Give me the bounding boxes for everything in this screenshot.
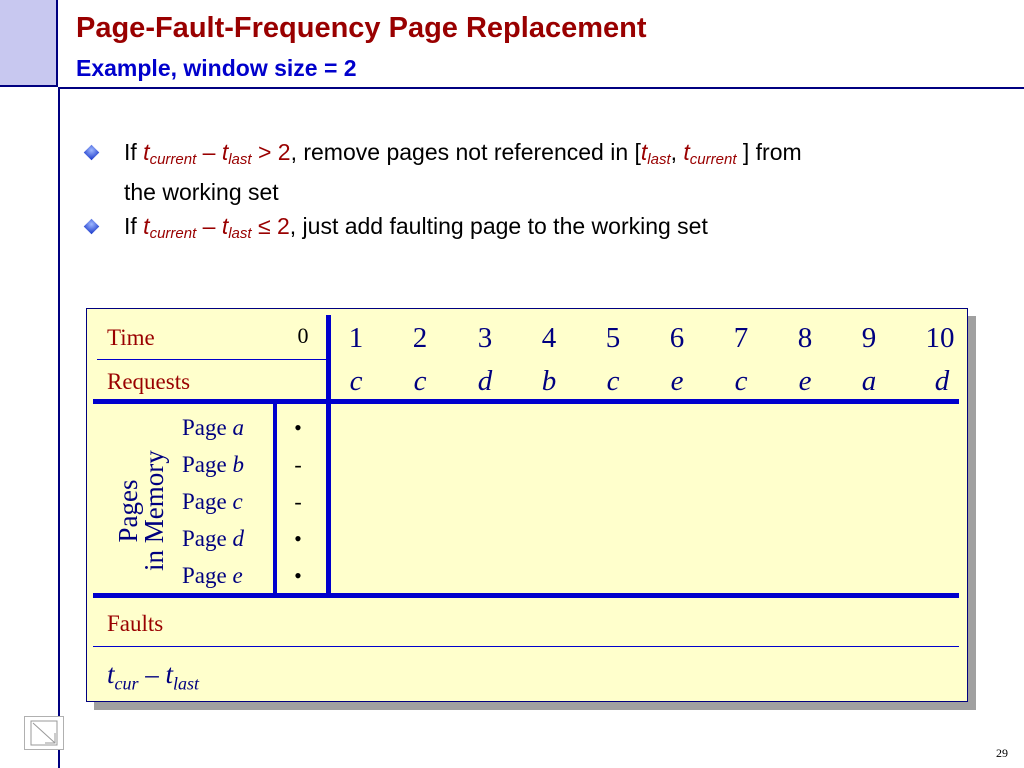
var-t-last: tlast [221, 213, 252, 242]
header-divider [97, 359, 327, 360]
request-value: c [349, 365, 363, 397]
request-value: c [606, 365, 620, 397]
bullet-diamond-icon [83, 144, 100, 161]
var-t-last: tlast [221, 139, 252, 168]
request-value: d [934, 365, 950, 397]
minus-op: – [202, 139, 216, 165]
time-value: 6 [669, 322, 685, 354]
page-initial-state: • [294, 526, 302, 551]
request-value: c [734, 365, 748, 397]
page-initial-state: - [294, 452, 302, 477]
column-rule-main [326, 315, 331, 595]
slide-subtitle: Example, window size = 2 [76, 55, 357, 81]
page-initial-state: - [294, 489, 302, 514]
var-t-last: tlast [640, 139, 671, 168]
request-value: c [413, 365, 427, 397]
time-value: 7 [733, 322, 749, 354]
request-value: e [670, 365, 684, 397]
simulation-table: Time Requests 0 1 2 3 4 5 6 7 8 9 10 c c… [86, 308, 968, 702]
page-number: 29 [996, 746, 1008, 760]
var-t-current: tcurrent [683, 139, 737, 168]
pages-in-memory-label: Pages in Memory [113, 450, 169, 571]
request-value: b [541, 365, 557, 397]
page-row-label: Page c [182, 489, 243, 514]
threshold-number: 2 [277, 139, 291, 165]
time-label: Time [107, 325, 155, 350]
page-initial-state: • [294, 415, 302, 440]
time-value: 4 [541, 322, 557, 354]
time-value: 2 [412, 322, 428, 354]
bullet-diamond-icon [83, 218, 100, 235]
requests-label: Requests [107, 369, 191, 394]
request-value: d [477, 365, 493, 397]
bullet-text: , just add faulting page to the working … [289, 213, 708, 239]
compare-op: ≤ [257, 213, 271, 239]
time-value: 1 [348, 322, 364, 354]
slide-title: Page-Fault-Frequency Page Replacement [76, 12, 647, 44]
time-diff-label: tcur – tlast [107, 659, 200, 694]
corner-decoration [0, 0, 58, 87]
bullet-prefix: If [124, 213, 137, 239]
page-row-label: Page d [182, 526, 244, 551]
section-rule-bottom [93, 593, 959, 598]
bullet-prefix: If [124, 139, 137, 165]
nav-arrow-icon [30, 720, 58, 746]
column-rule-pages [273, 401, 277, 595]
page-initial-state: • [294, 563, 302, 588]
pages-label-line2: in Memory [139, 450, 169, 571]
bullet-text: , remove pages not referenced in [ [290, 139, 641, 165]
nav-button[interactable] [24, 716, 64, 750]
time-value: 9 [861, 322, 877, 354]
faults-divider [93, 646, 959, 647]
var-t-current: tcurrent [143, 139, 197, 168]
page-row-label: Page b [182, 452, 244, 477]
compare-op: > [257, 139, 272, 165]
bullet-text-line2: the working set [124, 179, 279, 205]
page-row-label: Page e [182, 563, 243, 588]
page-row-label: Page a [182, 415, 244, 440]
time-value: 3 [477, 322, 493, 354]
time-value: 5 [605, 322, 621, 354]
var-t-current: tcurrent [143, 213, 197, 242]
time-value: 10 [925, 322, 955, 354]
request-value: e [798, 365, 812, 397]
comma: , [670, 139, 678, 165]
section-rule-top [93, 399, 959, 404]
bullet-text: ] from [736, 139, 802, 165]
header-rule [58, 87, 1024, 89]
bullet-item: If tcurrent – tlast > 2, remove pages no… [83, 136, 802, 209]
left-rule [58, 87, 60, 768]
time-value: 8 [797, 322, 813, 354]
threshold-number: 2 [276, 213, 290, 239]
minus-op: – [202, 213, 216, 239]
request-value: a [861, 365, 877, 397]
time-value-0: 0 [297, 323, 309, 348]
pages-label-line1: Pages [113, 479, 143, 543]
bullet-item: If tcurrent – tlast ≤ 2, just add faulti… [83, 210, 708, 250]
faults-label: Faults [107, 611, 164, 636]
